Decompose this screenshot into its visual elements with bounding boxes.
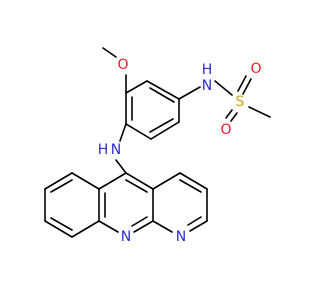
bond-s-o-bottom-a xyxy=(225,109,233,119)
bond-c5b-c4a xyxy=(71,220,100,238)
bond-n1-c10a xyxy=(152,220,173,233)
bond-s-o-top-a xyxy=(237,75,247,92)
bond-c9-c9b xyxy=(125,172,154,190)
bond-c9-c9a xyxy=(98,172,127,190)
bond-s-o-bottom-b xyxy=(230,112,238,122)
atom-s-sulfonyl: S xyxy=(236,94,245,110)
bonds xyxy=(44,47,271,238)
bond-c4-nh xyxy=(119,123,127,142)
bond-c6-c5b xyxy=(44,220,73,238)
bond-c3-c2 xyxy=(125,80,148,94)
bond-c5-c4 xyxy=(125,123,152,140)
atom-n-ring-1: N xyxy=(176,229,186,245)
bond-methyl-o xyxy=(102,47,117,58)
bond-c6-c5-inner xyxy=(149,118,174,133)
atom-o-sulfonyl-top: O xyxy=(250,61,261,77)
bond-n10-c10a xyxy=(133,220,154,233)
bond-c9-c9b-inner xyxy=(125,179,148,193)
atom-nh-amine-n: N xyxy=(111,142,121,158)
bond-c8-c7 xyxy=(44,172,73,190)
atom-o-sulfonyl-bottom: O xyxy=(220,122,231,138)
atom-o-methoxy: O xyxy=(117,57,128,73)
bond-c9a-c8 xyxy=(71,172,100,190)
bond-nh-c9 xyxy=(115,159,127,174)
bond-c4-c3p xyxy=(179,172,208,190)
atom-n-ring-10: N xyxy=(121,229,131,245)
bond-c2p-n1 xyxy=(189,220,208,232)
atom-n-sulfonamide: H xyxy=(202,62,213,78)
atom-labels: H N O S O O H N N N xyxy=(98,57,262,245)
atom-n-sulfonamide-n: N xyxy=(202,78,212,94)
bond-c2p-n1-inner xyxy=(187,216,202,226)
bond-c6-c5 xyxy=(150,121,180,140)
bond-s-o-top-b xyxy=(242,78,252,95)
bond-c9b-c4 xyxy=(152,172,181,190)
bond-n10-c10a-inner xyxy=(131,216,148,227)
bond-c1-nh xyxy=(178,86,201,100)
molecule-structure-diagram: H N O S O O H N N N xyxy=(44,47,271,245)
bond-c8-c7-inner xyxy=(50,179,73,193)
bond-nh-s xyxy=(214,80,233,96)
bond-c6-c5b-inner xyxy=(50,217,73,231)
bond-c4a-n10 xyxy=(98,220,119,233)
atom-nh-amine-h: H xyxy=(98,142,109,158)
bond-c2-c1 xyxy=(146,80,180,100)
bond-c2-c1-inner xyxy=(149,87,175,103)
bond-c4-c3p-inner xyxy=(179,179,202,193)
bond-s-methyl xyxy=(248,106,271,118)
